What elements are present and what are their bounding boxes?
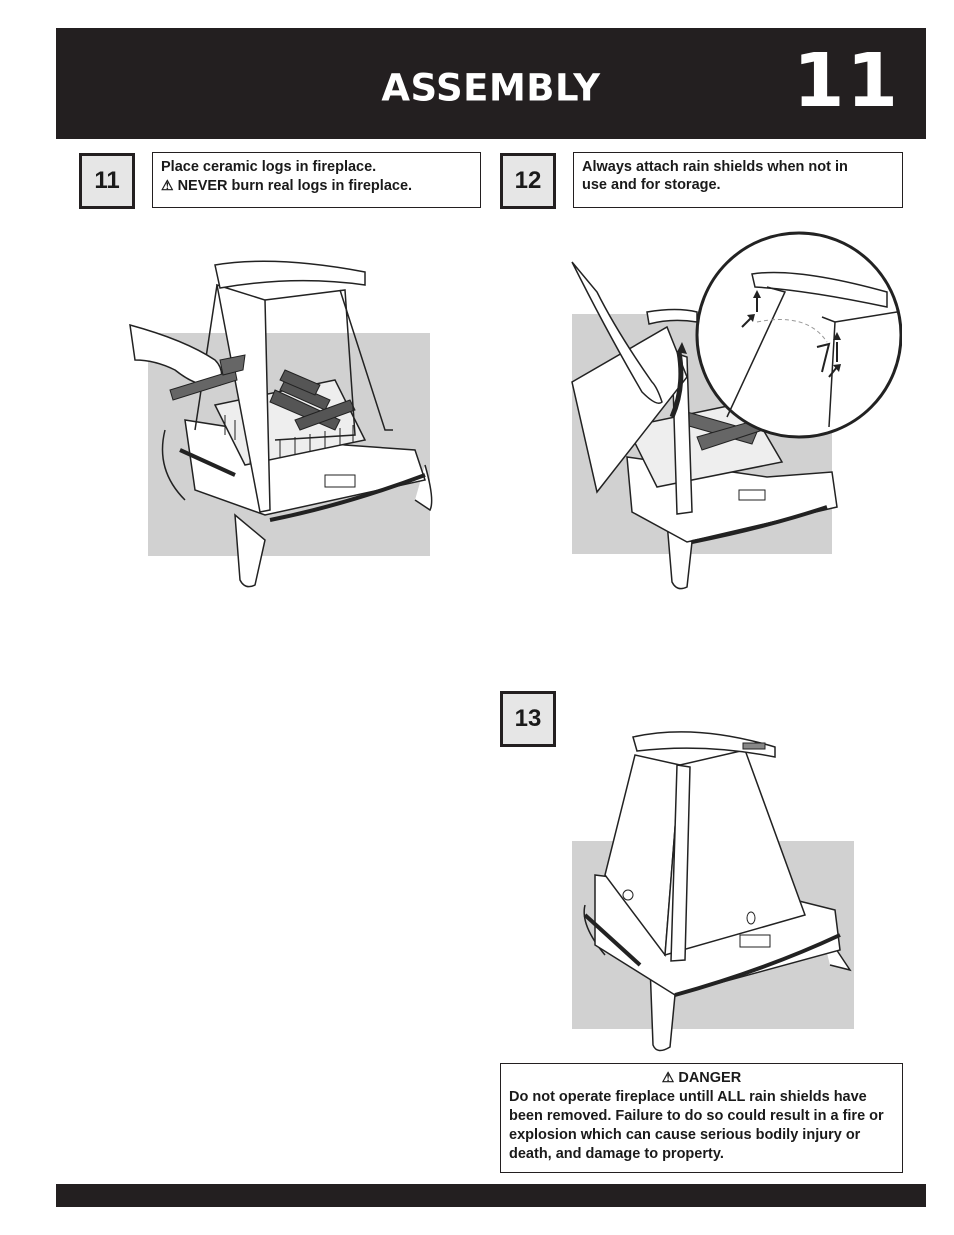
danger-notice: ⚠DANGER Do not operate fireplace untill …	[500, 1063, 903, 1173]
step-12-line-2: use and for storage.	[582, 177, 721, 193]
step-11-line-1: Place ceramic logs in fireplace.	[161, 159, 377, 175]
page-title: ASSEMBLY	[381, 66, 601, 110]
step-11-instructions: Place ceramic logs in fireplace. ⚠NEVER …	[152, 152, 481, 208]
step-number-11: 11	[79, 153, 135, 209]
step-12-line-1: Always attach rain shields when not in	[582, 159, 848, 175]
arrow-up-icon	[753, 290, 761, 298]
illustration-step-12	[571, 231, 902, 590]
step-number-12: 12	[500, 153, 556, 209]
header-bar: ASSEMBLY 11	[56, 28, 926, 139]
step-11-line-2: NEVER burn real logs in fireplace.	[177, 178, 413, 194]
warning-triangle-icon: ⚠	[161, 177, 174, 193]
step-12-instructions: Always attach rain shields when not in u…	[573, 152, 903, 208]
arrow-up-icon	[833, 364, 841, 372]
illustration-step-11	[129, 260, 433, 588]
warning-triangle-icon: ⚠	[661, 1069, 675, 1085]
step-number-13: 13	[500, 691, 556, 747]
danger-text: Do not operate fireplace untill ALL rain…	[509, 1089, 884, 1162]
page-number: 11	[793, 38, 900, 124]
arrow-up-icon	[747, 314, 755, 322]
illustration-step-13	[572, 731, 854, 1052]
arrow-up-icon	[833, 332, 841, 340]
footer-bar	[56, 1184, 926, 1207]
danger-title: DANGER	[678, 1070, 742, 1086]
